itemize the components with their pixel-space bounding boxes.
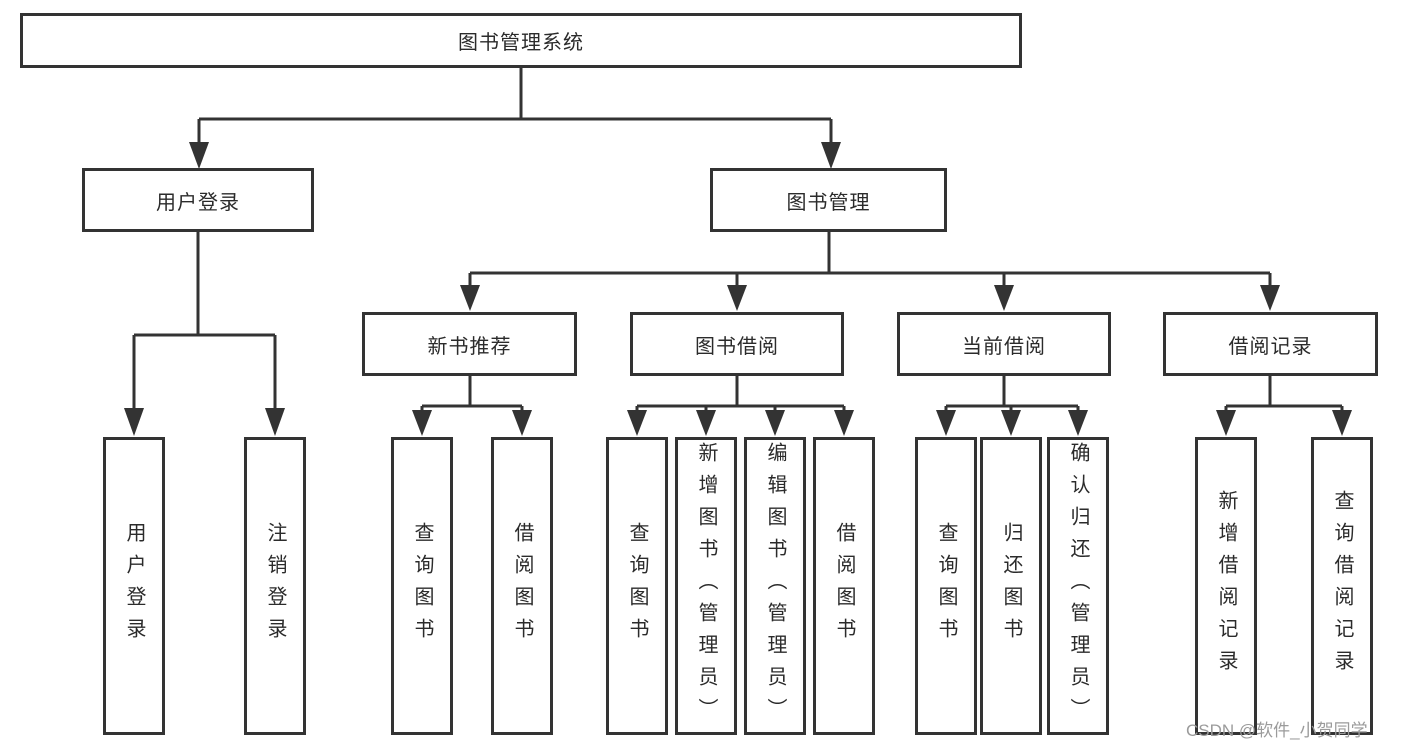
csdn-watermark: CSDN @软件_小贺同学 [1186,721,1368,740]
arrowhead-icon [727,285,747,311]
node-new-book-recommendation: 新书推荐 [362,312,577,376]
leaf-add-books-admin: 新增图书（管理员） [675,437,737,735]
arrowhead-icon [1216,410,1236,436]
leaf-borrow-books-recommend: 借阅图书 [491,437,553,735]
leaf-label: 新增借阅记录 [1215,490,1237,682]
node-book-borrowing: 图书借阅 [630,312,844,376]
arrowhead-icon [512,410,532,436]
leaf-query-books-recommend: 查询图书 [391,437,453,735]
arrowhead-icon [936,410,956,436]
node-book-management: 图书管理 [710,168,947,232]
connector-book-borrow-to-leaves [627,375,854,436]
arrowhead-icon [1332,410,1352,436]
leaf-borrow-books: 借阅图书 [813,437,875,735]
arrowhead-icon [189,142,209,169]
connector-user-login-to-leaves [124,232,285,436]
connector-root-to-level2 [189,68,841,169]
node-current-borrowing: 当前借阅 [897,312,1111,376]
leaf-query-books-borrow: 查询图书 [606,437,668,735]
leaf-label: 新增图书（管理员） [695,442,717,730]
leaf-label: 查询图书 [411,522,433,650]
leaf-label: 注销登录 [264,522,286,650]
node-borrowing-records: 借阅记录 [1163,312,1378,376]
leaf-label: 归还图书 [1000,522,1022,650]
arrowhead-icon [460,285,480,311]
arrowhead-icon [1068,410,1088,436]
leaf-confirm-return-admin: 确认归还（管理员） [1047,437,1109,735]
leaf-user-login: 用户登录 [103,437,165,735]
leaf-label: 用户登录 [123,522,145,650]
connector-borrow-records-to-leaves [1216,375,1352,436]
arrowhead-icon [765,410,785,436]
leaf-return-books: 归还图书 [980,437,1042,735]
leaf-add-borrow-record: 新增借阅记录 [1195,437,1257,735]
leaf-query-borrow-record: 查询借阅记录 [1311,437,1373,735]
leaf-label: 查询图书 [626,522,648,650]
leaf-label: 查询借阅记录 [1331,490,1353,682]
arrowhead-icon [821,142,841,169]
leaf-label: 查询图书 [935,522,957,650]
connector-new-books-to-leaves [412,375,532,436]
arrowhead-icon [124,408,144,436]
arrowhead-icon [1001,410,1021,436]
arrowhead-icon [1260,285,1280,311]
leaf-label: 编辑图书（管理员） [764,442,786,730]
arrowhead-icon [412,410,432,436]
leaf-edit-books-admin: 编辑图书（管理员） [744,437,806,735]
arrowhead-icon [265,408,285,436]
connector-current-borrow-to-leaves [936,375,1088,436]
leaf-label: 借阅图书 [833,522,855,650]
arrowhead-icon [627,410,647,436]
leaf-label: 确认归还（管理员） [1067,442,1089,730]
leaf-logout: 注销登录 [244,437,306,735]
arrowhead-icon [994,285,1014,311]
connector-book-management-to-level3 [460,232,1280,311]
node-library-management-system: 图书管理系统 [20,13,1022,68]
arrowhead-icon [834,410,854,436]
leaf-query-books-current: 查询图书 [915,437,977,735]
node-user-login: 用户登录 [82,168,314,232]
arrowhead-icon [696,410,716,436]
leaf-label: 借阅图书 [511,522,533,650]
